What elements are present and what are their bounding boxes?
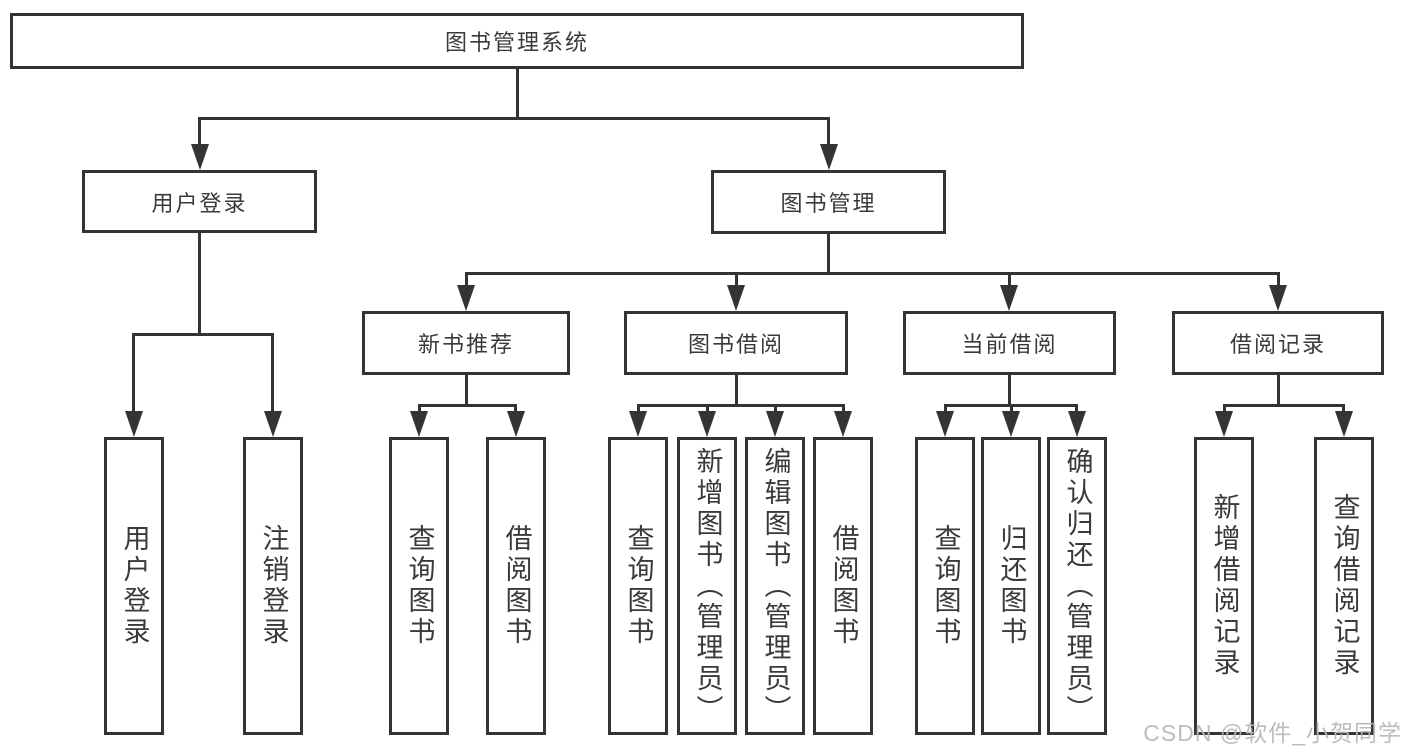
leaf-user-login-label: 用户登录 — [119, 524, 150, 648]
arrow-down-icon — [1000, 285, 1018, 311]
connector-line — [706, 404, 709, 413]
node-borrow-record: 借阅记录 — [1172, 311, 1384, 375]
node-book-management-label: 图书管理 — [780, 191, 877, 216]
arrow-down-icon — [1269, 285, 1287, 311]
leaf-logout: 注销登录 — [243, 437, 303, 735]
connector-line — [735, 373, 738, 407]
arrow-down-icon — [766, 411, 784, 437]
leaf-borrow-books: 借阅图书 — [813, 437, 873, 735]
connector-line — [132, 333, 274, 336]
arrow-down-icon — [410, 411, 428, 437]
leaf-query-books-current: 查询图书 — [915, 437, 975, 735]
leaf-query-borrow-record: 查询借阅记录 — [1314, 437, 1374, 735]
node-current-borrow: 当前借阅 — [903, 311, 1116, 375]
connector-line — [132, 333, 135, 413]
arrow-down-icon — [264, 411, 282, 437]
node-current-borrow-label: 当前借阅 — [961, 332, 1058, 357]
connector-line — [1010, 404, 1013, 413]
leaf-edit-books-admin-label: 编辑图书（管理员） — [760, 446, 791, 726]
arrow-down-icon — [191, 144, 209, 170]
connector-line — [198, 233, 201, 335]
leaf-add-books-admin: 新增图书（管理员） — [677, 437, 737, 735]
arrow-down-icon — [1335, 411, 1353, 437]
leaf-borrow-books-recommend: 借阅图书 — [486, 437, 546, 735]
node-book-borrow: 图书借阅 — [624, 311, 848, 375]
leaf-return-books: 归还图书 — [981, 437, 1041, 735]
node-root: 图书管理系统 — [10, 13, 1024, 69]
leaf-confirm-return-admin-label: 确认归还（管理员） — [1062, 446, 1093, 726]
arrow-down-icon — [1215, 411, 1233, 437]
connector-line — [198, 117, 830, 120]
leaf-confirm-return-admin: 确认归还（管理员） — [1047, 437, 1107, 735]
leaf-query-books-recommend: 查询图书 — [389, 437, 449, 735]
leaf-add-books-admin-label: 新增图书（管理员） — [692, 446, 723, 726]
leaf-add-borrow-record-label: 新增借阅记录 — [1209, 493, 1240, 679]
connector-line — [827, 117, 830, 145]
leaf-query-books-borrow-label: 查询图书 — [623, 524, 654, 648]
connector-line — [271, 333, 274, 413]
node-user-login: 用户登录 — [82, 170, 317, 233]
leaf-query-books-recommend-label: 查询图书 — [404, 524, 435, 648]
leaf-edit-books-admin: 编辑图书（管理员） — [745, 437, 805, 735]
connector-line — [465, 272, 1280, 275]
connector-line — [1223, 404, 1345, 407]
connector-line — [944, 404, 947, 413]
node-book-management: 图书管理 — [711, 170, 946, 234]
connector-line — [1008, 373, 1011, 407]
connector-line — [774, 404, 777, 413]
arrow-down-icon — [1002, 411, 1020, 437]
connector-line — [418, 404, 421, 413]
connector-line — [1223, 404, 1226, 413]
arrow-down-icon — [629, 411, 647, 437]
connector-line — [1075, 404, 1078, 413]
arrow-down-icon — [936, 411, 954, 437]
watermark: CSDN @软件_小贺同学 — [1143, 720, 1402, 746]
node-root-label: 图书管理系统 — [444, 30, 589, 55]
connector-line — [465, 272, 468, 288]
connector-line — [465, 373, 468, 407]
arrow-down-icon — [698, 411, 716, 437]
connector-line — [842, 404, 845, 413]
node-user-login-label: 用户登录 — [151, 190, 248, 216]
arrow-down-icon — [125, 411, 143, 437]
connector-line — [1342, 404, 1345, 413]
connector-line — [827, 234, 830, 274]
leaf-borrow-books-label: 借阅图书 — [828, 524, 859, 648]
leaf-user-login: 用户登录 — [104, 437, 164, 735]
leaf-logout-label: 注销登录 — [258, 524, 289, 648]
leaf-query-borrow-record-label: 查询借阅记录 — [1329, 493, 1360, 679]
arrow-down-icon — [834, 411, 852, 437]
arrow-down-icon — [457, 285, 475, 311]
connector-line — [735, 272, 738, 288]
node-new-book-recommend: 新书推荐 — [362, 311, 570, 375]
node-new-book-recommend-label: 新书推荐 — [417, 332, 514, 357]
connector-line — [1008, 272, 1011, 288]
connector-line — [637, 404, 640, 413]
connector-line — [1277, 272, 1280, 288]
arrow-down-icon — [820, 144, 838, 170]
leaf-query-books-borrow: 查询图书 — [608, 437, 668, 735]
node-book-borrow-label: 图书借阅 — [687, 332, 784, 357]
connector-line — [1277, 373, 1280, 407]
connector-line — [514, 404, 517, 413]
connector-line — [198, 117, 201, 145]
leaf-add-borrow-record: 新增借阅记录 — [1194, 437, 1254, 735]
leaf-query-books-current-label: 查询图书 — [930, 524, 961, 648]
connector-line — [516, 69, 519, 118]
connector-line — [637, 404, 845, 407]
arrow-down-icon — [507, 411, 525, 437]
leaf-return-books-label: 归还图书 — [996, 524, 1027, 648]
arrow-down-icon — [1068, 411, 1086, 437]
connector-line — [418, 404, 517, 407]
leaf-borrow-books-recommend-label: 借阅图书 — [501, 524, 532, 648]
node-borrow-record-label: 借阅记录 — [1229, 332, 1326, 357]
arrow-down-icon — [727, 285, 745, 311]
